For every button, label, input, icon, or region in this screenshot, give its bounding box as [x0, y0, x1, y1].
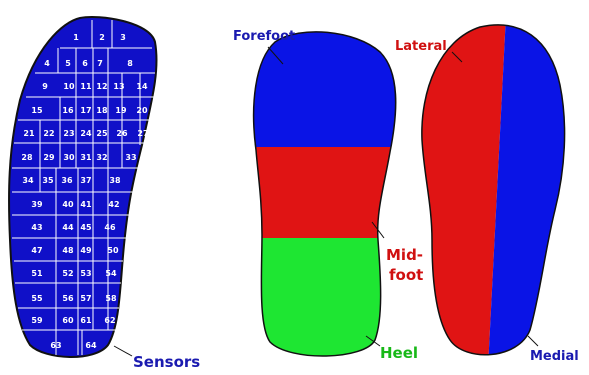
- sensor-number: 53: [80, 269, 91, 278]
- sensor-number: 60: [62, 316, 74, 325]
- heel-label: Heel: [380, 344, 418, 362]
- sensor-number: 48: [62, 246, 74, 255]
- sensor-number: 29: [43, 153, 55, 162]
- sensor-number: 3: [120, 33, 126, 42]
- sensor-number: 35: [42, 176, 54, 185]
- midfoot-label-line2: foot: [389, 266, 423, 284]
- sensor-number: 26: [116, 129, 128, 138]
- sensor-number: 50: [107, 246, 119, 255]
- sensor-number: 64: [85, 341, 97, 350]
- sensor-number: 12: [96, 82, 107, 91]
- sensor-number: 7: [97, 59, 103, 68]
- sensor-number: 39: [31, 200, 43, 209]
- sensor-number: 34: [22, 176, 34, 185]
- sensor-number: 44: [62, 223, 74, 232]
- sensor-number: 63: [50, 341, 61, 350]
- sensor-number: 51: [31, 269, 43, 278]
- sensors-label: Sensors: [133, 353, 200, 371]
- sensor-number: 16: [62, 106, 74, 115]
- sensor-number: 14: [136, 82, 148, 91]
- medial-callout-line: [528, 336, 538, 346]
- sensor-number: 47: [31, 246, 42, 255]
- sensor-number: 31: [80, 153, 92, 162]
- sensor-number: 62: [104, 316, 115, 325]
- sensor-number: 18: [96, 106, 108, 115]
- sensor-number: 28: [21, 153, 33, 162]
- sensor-number: 45: [80, 223, 92, 232]
- ap-region-insole: [240, 20, 420, 368]
- sensor-number: 20: [136, 106, 148, 115]
- sensor-number: 57: [80, 294, 91, 303]
- sensor-number: 52: [62, 269, 73, 278]
- sensor-number: 42: [108, 200, 119, 209]
- sensor-number: 41: [80, 200, 92, 209]
- ml-region-insole: [410, 15, 580, 368]
- sensor-insole-shape: [9, 17, 157, 357]
- lateral-label: Lateral: [395, 39, 447, 54]
- sensor-number: 37: [80, 176, 91, 185]
- sensor-number: 11: [80, 82, 92, 91]
- sensor-number: 59: [31, 316, 43, 325]
- medial-label: Medial: [530, 349, 579, 364]
- sensor-number: 5: [65, 59, 71, 68]
- sensor-number: 22: [43, 129, 54, 138]
- sensor-number: 36: [61, 176, 73, 185]
- sensor-number: 4: [44, 59, 50, 68]
- sensor-number: 19: [115, 106, 127, 115]
- sensor-number: 49: [80, 246, 92, 255]
- sensor-number: 56: [62, 294, 74, 303]
- sensor-number: 46: [104, 223, 116, 232]
- sensor-number: 8: [127, 59, 133, 68]
- sensor-number: 61: [80, 316, 92, 325]
- sensor-number: 1: [73, 33, 79, 42]
- sensor-number: 17: [80, 106, 91, 115]
- forefoot-label: Forefoot: [233, 29, 295, 44]
- sensor-number: 15: [31, 106, 43, 115]
- sensor-number: 6: [82, 59, 88, 68]
- sensor-number: 23: [63, 129, 74, 138]
- sensor-number: 40: [62, 200, 74, 209]
- midfoot-label-line1: Mid-: [386, 246, 423, 264]
- sensor-number: 43: [31, 223, 42, 232]
- sensor-number: 55: [31, 294, 43, 303]
- sensor-number: 24: [80, 129, 92, 138]
- sensor-number: 38: [109, 176, 121, 185]
- sensor-number: 25: [96, 129, 108, 138]
- sensors-callout-line: [114, 346, 132, 356]
- sensor-number: 13: [113, 82, 124, 91]
- midfoot-region: [240, 147, 420, 238]
- sensor-number: 10: [63, 82, 75, 91]
- sensor-number: 32: [96, 153, 107, 162]
- sensor-number: 2: [99, 33, 105, 42]
- sensor-number: 33: [125, 153, 136, 162]
- sensor-number: 58: [105, 294, 117, 303]
- sensor-number: 21: [23, 129, 35, 138]
- sensor-number: 27: [137, 129, 148, 138]
- sensor-number: 54: [105, 269, 117, 278]
- sensor-number: 9: [42, 82, 48, 91]
- sensor-number: 30: [63, 153, 75, 162]
